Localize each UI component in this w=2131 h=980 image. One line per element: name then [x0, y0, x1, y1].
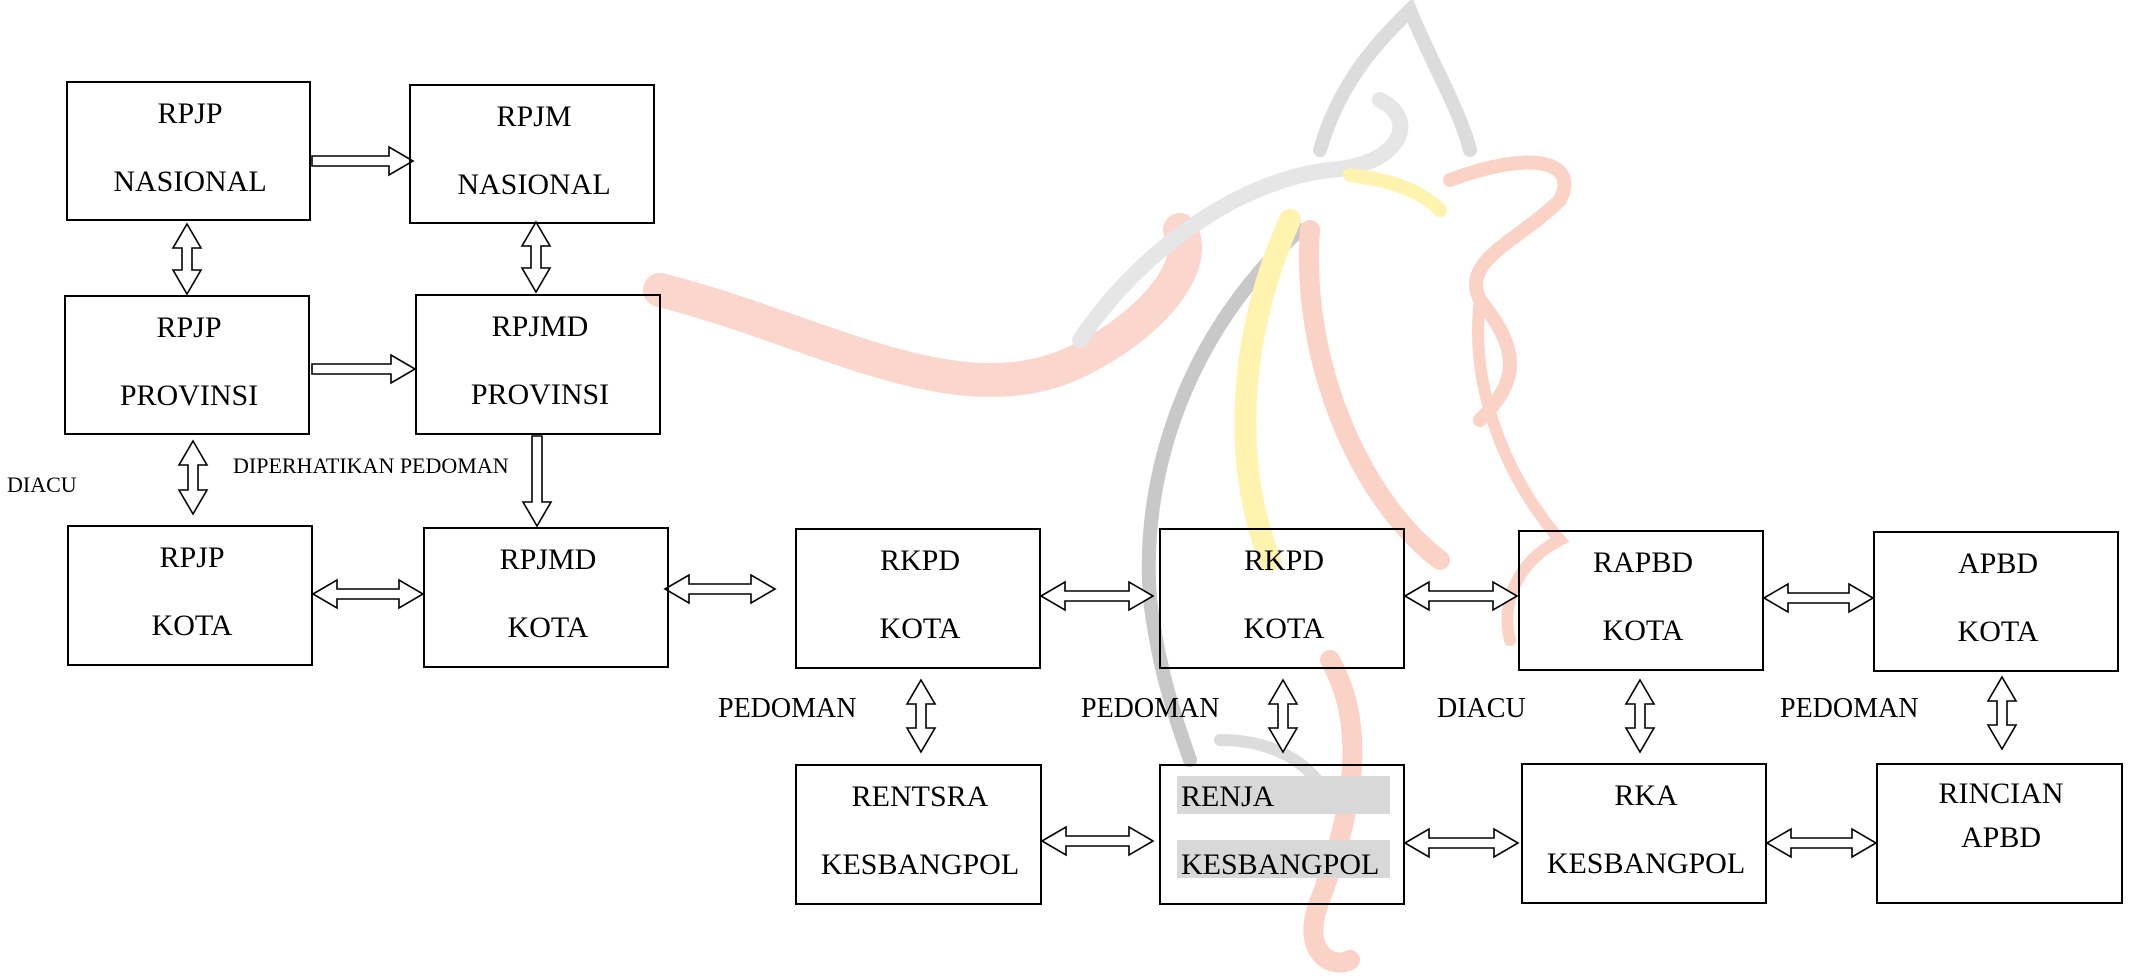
label-pedoman-3: PEDOMAN: [1780, 693, 1919, 724]
rpjp-kota-box: RPJP KOTA: [67, 525, 313, 666]
rka-box: RKA KESBANGPOL: [1521, 763, 1767, 904]
box-subtitle: PROVINSI: [470, 378, 610, 411]
arrow-rpjp-nas-to-rpjm-nas: [311, 145, 415, 177]
arrow-rpjm-nas-rpjmd-prov: [520, 220, 552, 294]
arrow-rpjp-nas-rpjp-prov: [171, 222, 203, 296]
arrow-rkpd2-renja: [1267, 678, 1299, 754]
arrow-rapbd-apbd: [1762, 582, 1875, 614]
box-subtitle: APBD: [1960, 821, 2042, 854]
box-title: RPJMD: [491, 310, 589, 343]
arrow-rkpd1-rkpd2: [1039, 580, 1155, 612]
box-subtitle: KOTA: [507, 611, 589, 644]
box-subtitle: KESBANGPOL: [820, 848, 1020, 881]
box-title: RPJP: [159, 541, 225, 574]
rentsra-box: RENTSRA KESBANGPOL: [795, 764, 1042, 905]
box-title: RINCIAN: [1938, 777, 2064, 810]
arrow-rka-rincian: [1765, 827, 1878, 859]
box-subtitle: KOTA: [879, 612, 961, 645]
arrow-rpjmd-kota-rkpd: [663, 573, 777, 605]
arrow-rpjp-prov-to-rpjmd-prov: [311, 353, 417, 385]
box-subtitle: KOTA: [1602, 614, 1684, 647]
arrow-rentsra-renja: [1040, 825, 1155, 857]
label-diacu: DIACU: [1437, 693, 1526, 724]
apbd-kota-box: APBD KOTA: [1873, 531, 2119, 672]
arrow-rpjmd-prov-to-rpjmd-kota: [521, 435, 553, 528]
box-subtitle: KOTA: [151, 609, 233, 642]
rpjp-nasional-box: RPJP NASIONAL: [66, 81, 311, 221]
rkpd-kota-box-1: RKPD KOTA: [795, 528, 1041, 669]
renja-box: RENJA KESBANGPOL: [1159, 764, 1405, 905]
box-title: RKPD: [1243, 544, 1325, 577]
rpjmd-kota-box: RPJMD KOTA: [423, 527, 669, 668]
box-subtitle: KOTA: [1243, 612, 1325, 645]
box-title: RAPBD: [1592, 546, 1694, 579]
box-title: RPJMD: [499, 543, 597, 576]
box-title: RPJM: [496, 100, 572, 133]
box-title: APBD: [1957, 547, 2039, 580]
rincian-apbd-box: RINCIAN APBD: [1876, 763, 2123, 904]
box-subtitle: NASIONAL: [457, 168, 611, 201]
box-subtitle: PROVINSI: [119, 379, 259, 412]
box-subtitle: KESBANGPOL: [1546, 847, 1746, 880]
rkpd-kota-box-2: RKPD KOTA: [1159, 528, 1405, 669]
renja-highlight-1: [1177, 776, 1390, 814]
box-subtitle: KESBANGPOL: [1181, 848, 1380, 881]
arrow-apbd-rincian: [1986, 675, 2018, 751]
rapbd-kota-box: RAPBD KOTA: [1518, 530, 1764, 671]
box-subtitle: NASIONAL: [113, 165, 267, 198]
label-diacu-left: DIACU: [7, 472, 77, 497]
label-pedoman-1: PEDOMAN: [718, 693, 857, 724]
arrow-rpjp-prov-rpjp-kota: [177, 439, 209, 516]
label-pedoman-2: PEDOMAN: [1081, 693, 1220, 724]
rpjp-provinsi-box: RPJP PROVINSI: [64, 295, 310, 435]
box-title: RKPD: [879, 544, 961, 577]
renja-highlight-2: [1177, 840, 1390, 878]
box-subtitle: KOTA: [1957, 615, 2039, 648]
rpjmd-provinsi-box: RPJMD PROVINSI: [415, 294, 661, 435]
box-title: RENTSRA: [851, 780, 989, 813]
arrow-rpjp-kota-rpjmd-kota: [311, 578, 425, 610]
box-title: RENJA: [1181, 780, 1275, 813]
arrow-renja-rka: [1403, 827, 1520, 859]
arrow-rapbd-rka: [1624, 678, 1656, 754]
arrow-rkpd2-rapbd: [1403, 580, 1519, 612]
rpjm-nasional-box: RPJM NASIONAL: [409, 84, 655, 224]
box-title: RPJP: [157, 97, 223, 130]
arrow-rkpd1-rentsra: [905, 678, 937, 754]
box-title: RKA: [1614, 779, 1678, 812]
box-title: RPJP: [156, 311, 222, 344]
label-diperhatikan-pedoman: DIPERHATIKAN PEDOMAN: [233, 453, 509, 478]
